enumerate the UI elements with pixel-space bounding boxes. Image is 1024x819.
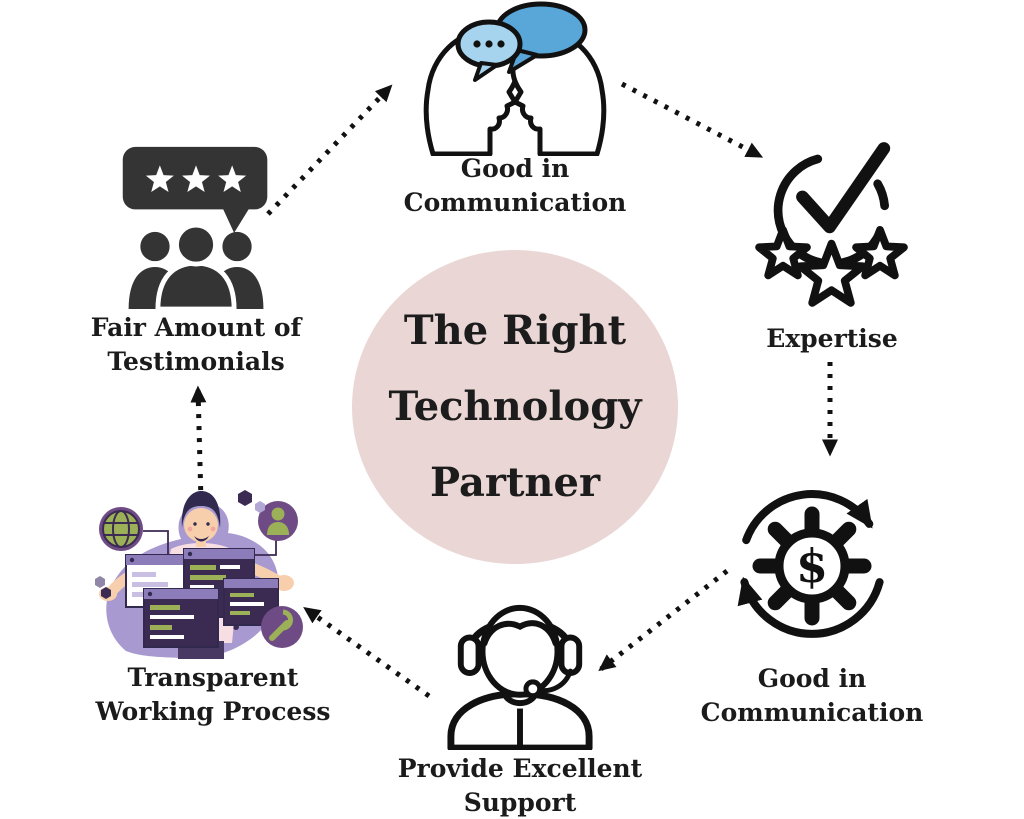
dollar-gear-cycle-icon: $ <box>737 490 884 638</box>
face <box>184 508 218 542</box>
node-label-line: Testimonials <box>107 347 285 376</box>
node-label-line: Communication <box>403 188 627 217</box>
ear-cup-left <box>457 634 482 676</box>
cycle-arrow-top <box>742 490 874 545</box>
node-expertise: Expertise <box>702 132 962 356</box>
checkmark <box>796 142 891 234</box>
node-label-line: Fair Amount of <box>90 313 302 342</box>
hexagon-decorations <box>95 490 265 599</box>
node-label-line: Communication <box>700 698 924 727</box>
center-title-line2: Technology <box>388 383 642 430</box>
microphone <box>523 679 543 699</box>
dollar-sign: $ <box>796 539 828 593</box>
ear-cup-right <box>558 634 583 676</box>
beard <box>194 536 209 542</box>
cycle-arrow-bottom <box>737 576 884 638</box>
center-circle: The Right Technology Partner <box>352 250 678 564</box>
developer-workflow-illustration <box>95 490 303 659</box>
hair <box>481 620 559 647</box>
user-badge-icon <box>258 501 298 541</box>
node-label-line: Transparent <box>127 663 299 692</box>
center-title-line3: Partner <box>429 459 601 506</box>
node-support: Provide Excellent Support <box>355 598 685 819</box>
wrench-badge-icon <box>261 606 303 648</box>
checkmark-stars-icon <box>752 142 912 318</box>
center-title-line1: The Right <box>403 307 627 354</box>
node-label-line: Support <box>463 788 577 817</box>
node-label-line: Working Process <box>95 697 331 726</box>
star-icon <box>800 244 862 303</box>
head <box>479 604 561 698</box>
testimonials-rating-icon <box>122 146 267 311</box>
hair <box>181 491 221 528</box>
two-people-conversation-icon <box>423 1 607 156</box>
node-label-line: Provide Excellent <box>397 754 643 783</box>
node-label-line: Good in <box>757 664 867 693</box>
person-silhouette <box>154 260 237 311</box>
node-good-communication-top: Good in Communication <box>352 0 678 220</box>
node-label-line: Expertise <box>766 324 898 353</box>
gear-body <box>774 528 850 604</box>
node-transparent-process: Transparent Working Process <box>63 483 363 729</box>
node-testimonials: Fair Amount of Testimonials <box>46 143 346 379</box>
code-windows <box>125 548 279 648</box>
node-label-line: Good in <box>460 154 570 183</box>
globe-icon <box>99 507 143 551</box>
support-agent-headset-icon <box>447 604 593 750</box>
node-good-communication-right: $ Good in Communication <box>662 474 962 730</box>
